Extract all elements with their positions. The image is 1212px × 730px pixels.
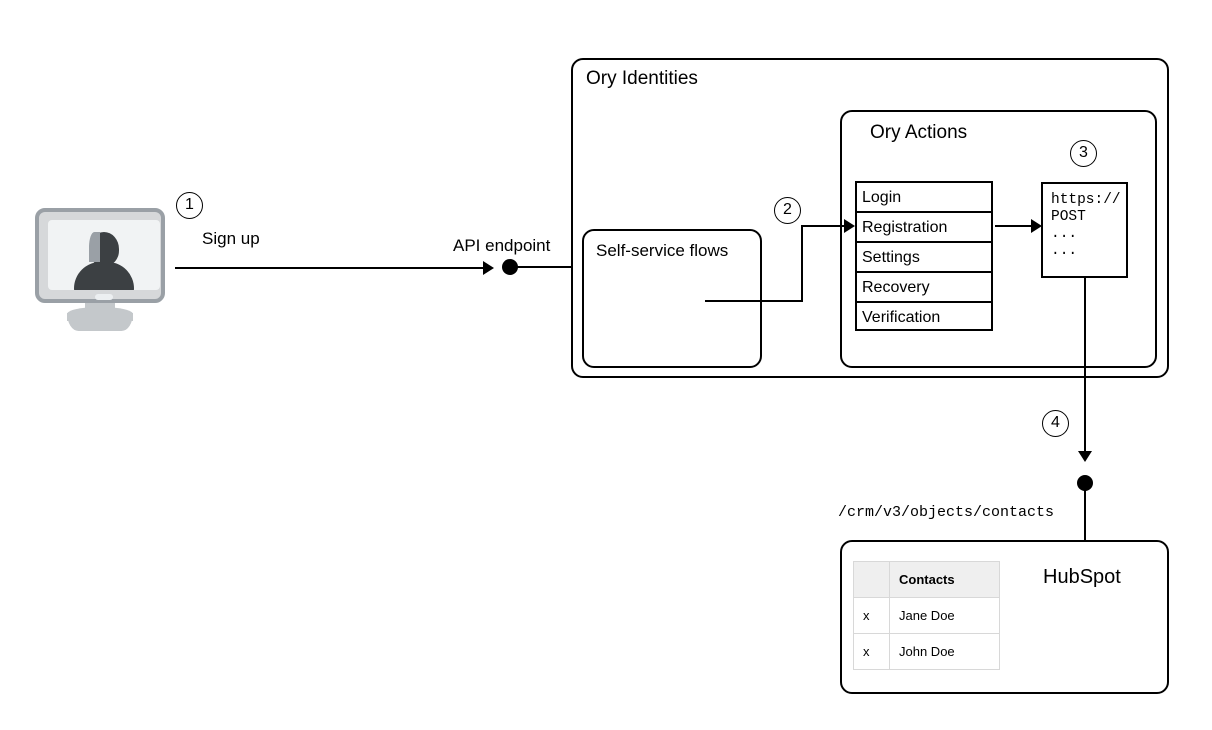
step2-arrow-head: [844, 219, 855, 233]
webhook-code-box: https:// POST ... ...: [1041, 182, 1128, 278]
hubspot-connector-stub: [1084, 487, 1086, 541]
signup-arrow-head: [483, 261, 494, 275]
contacts-row-name: John Doe: [889, 633, 1000, 670]
monitor-neck: [85, 303, 115, 319]
self-service-flows-box: [582, 229, 762, 368]
ory-actions-title: Ory Actions: [870, 122, 968, 143]
step-badge-3: 3: [1070, 140, 1097, 167]
signup-arrow-line: [175, 267, 484, 269]
step2-connector-h2: [801, 225, 846, 227]
hubspot-title: HubSpot: [1043, 566, 1121, 588]
contacts-row-mark: x: [853, 633, 890, 670]
step-badge-2: 2: [774, 197, 801, 224]
avatar-highlight: [89, 232, 100, 262]
ory-actions-flow-list: Login Registration Settings Recovery Ver…: [855, 181, 993, 331]
flow-item-recovery[interactable]: Recovery: [857, 273, 991, 303]
webhook-line-3: ...: [1051, 226, 1078, 242]
flow-item-registration[interactable]: Registration: [857, 213, 991, 243]
table-row[interactable]: x Jane Doe: [853, 597, 1000, 634]
sign-up-label: Sign up: [202, 229, 260, 248]
step4-arrow-head: [1078, 451, 1092, 462]
webhook-line-4: ...: [1051, 243, 1078, 259]
flow-item-login[interactable]: Login: [857, 183, 991, 213]
hubspot-endpoint-dot: [1077, 475, 1093, 491]
contacts-header-name: Contacts: [889, 561, 1000, 598]
ory-identities-title: Ory Identities: [586, 68, 698, 89]
contacts-table-header-row: Contacts: [853, 561, 1000, 598]
step-badge-1: 1: [176, 192, 203, 219]
step4-connector-line: [1084, 278, 1086, 460]
webhook-connector-line: [995, 225, 1033, 227]
step-badge-4: 4: [1042, 410, 1069, 437]
contacts-table: Contacts x Jane Doe x John Doe: [853, 561, 1000, 670]
contacts-row-mark: x: [853, 597, 890, 634]
monitor-power-nub: [95, 294, 113, 300]
flow-item-settings[interactable]: Settings: [857, 243, 991, 273]
contacts-row-name: Jane Doe: [889, 597, 1000, 634]
monitor-bezel: [35, 208, 165, 303]
api-endpoint-stub: [510, 266, 573, 268]
table-row[interactable]: x John Doe: [853, 633, 1000, 670]
monitor-screen: [48, 220, 160, 290]
webhook-line-1: https://: [1051, 192, 1121, 208]
avatar-body: [74, 262, 134, 290]
hubspot-api-path-label: /crm/v3/objects/contacts: [838, 504, 1055, 521]
self-service-flows-title: Self-service flows: [596, 241, 729, 260]
step2-connector-v: [801, 225, 803, 302]
flow-item-verification[interactable]: Verification: [862, 309, 941, 326]
webhook-arrow-head: [1031, 219, 1042, 233]
api-endpoint-label: API endpoint: [453, 236, 551, 255]
step2-connector-h1: [705, 300, 803, 302]
contacts-header-mark: [853, 561, 890, 598]
webhook-line-2: POST: [1051, 209, 1086, 225]
